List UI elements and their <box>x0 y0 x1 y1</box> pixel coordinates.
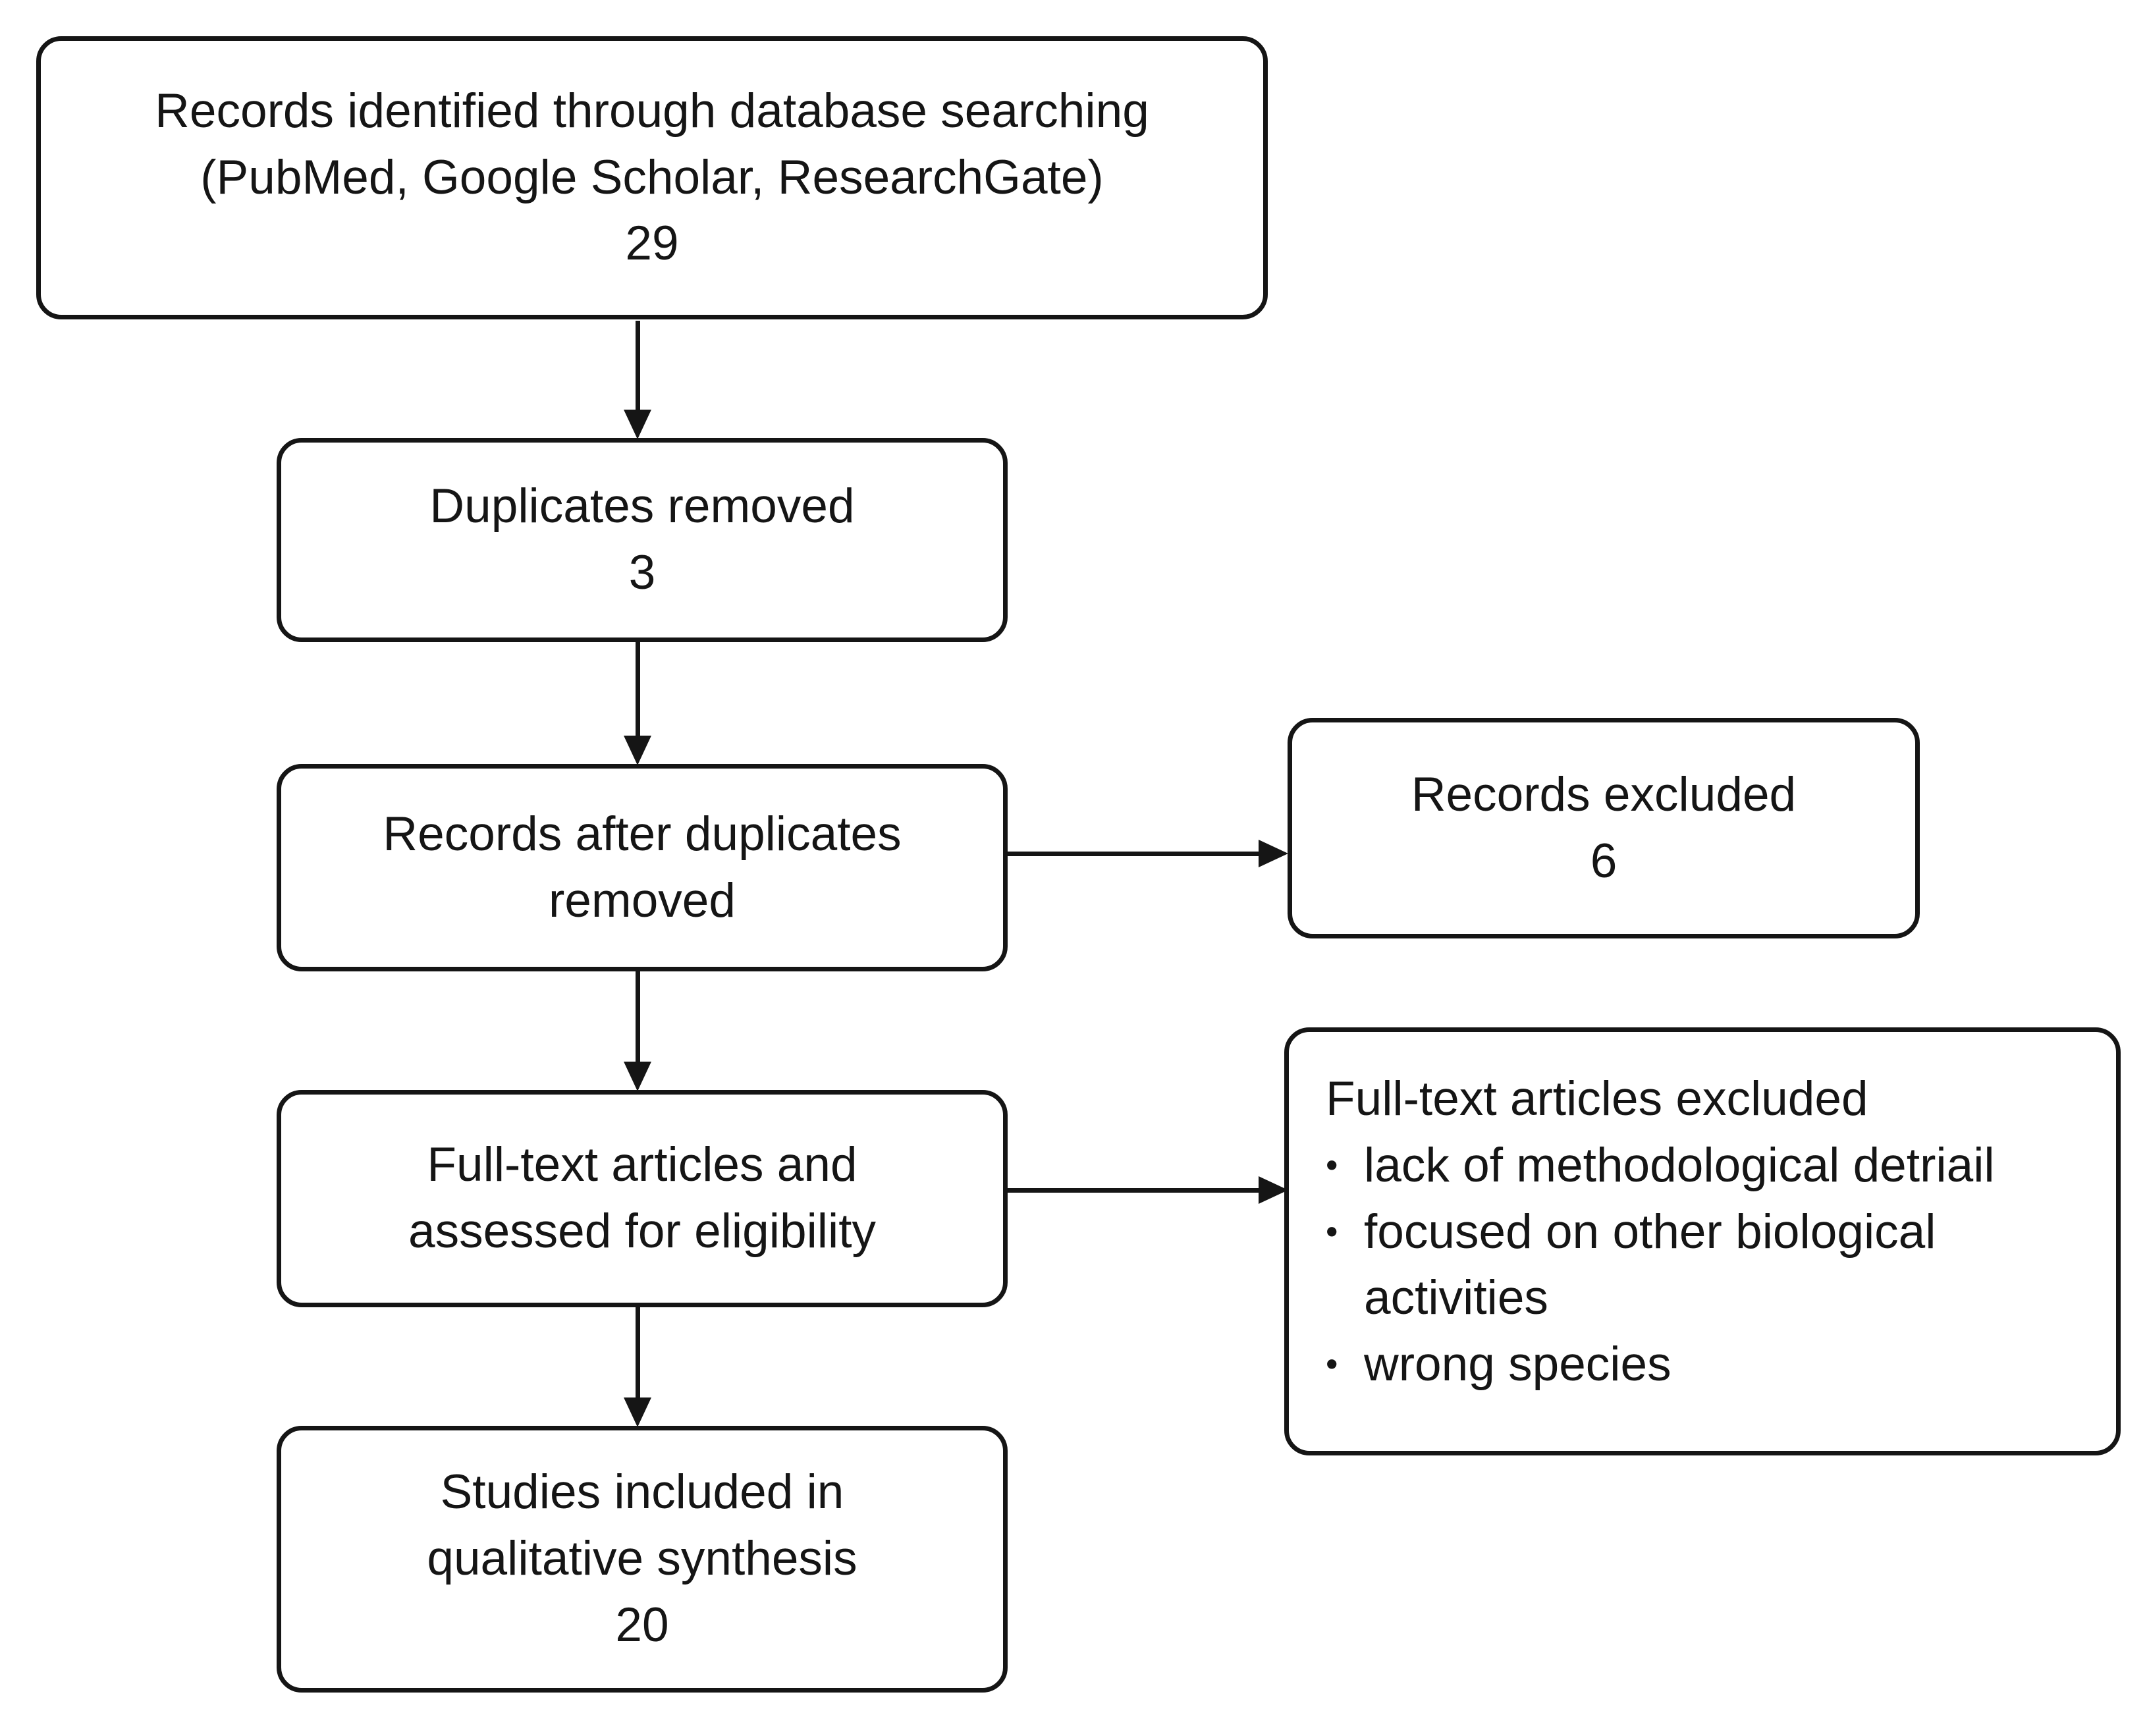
down-arrow-duplicates-to-after-duplicates <box>624 642 651 765</box>
flow-box-records-excluded: Records excluded 6 <box>1288 718 1920 938</box>
exclusion-reason-text: wrong species <box>1364 1338 1671 1392</box>
box-label-line: Records identified through database sear… <box>155 84 1149 138</box>
down-arrow-identification-to-duplicates <box>624 321 651 439</box>
down-arrow-fulltext-to-included <box>624 1307 651 1427</box>
right-arrow-fulltext-to-fulltext-excluded <box>1008 1176 1288 1204</box>
exclusion-reason-item: • lack of methodological detriail <box>1326 1133 1995 1199</box>
record-count: 29 <box>625 217 679 271</box>
exclusion-reason-text: focused on other biological activities <box>1364 1205 1936 1325</box>
record-count: 6 <box>1590 834 1617 888</box>
box-label-line: assessed for eligibility <box>408 1205 877 1258</box>
box-label-line: removed <box>548 873 736 927</box>
flow-box-records-after-duplicates: Records after duplicates removed <box>277 764 1008 971</box>
box-title: Full-text articles excluded <box>1326 1072 1868 1126</box>
bullet-icon: • <box>1326 1212 1338 1251</box>
down-arrow-after-duplicates-to-fulltext <box>624 971 651 1091</box>
box-label-line: Records excluded <box>1411 767 1797 821</box>
bullet-icon: • <box>1326 1345 1338 1384</box>
box-label-line: qualitative synthesis <box>427 1532 857 1586</box>
box-label-line: (PubMed, Google Scholar, ResearchGate) <box>200 150 1104 204</box>
box-label-line: Studies included in <box>440 1465 844 1519</box>
flow-box-records-identified: Records identified through database sear… <box>36 36 1268 319</box>
record-count: 20 <box>615 1598 669 1652</box>
exclusion-reason-item: • focused on other biological activities <box>1326 1199 2092 1332</box>
flow-box-duplicates-removed: Duplicates removed 3 <box>277 438 1008 642</box>
exclusion-reason-item: • wrong species <box>1326 1332 1671 1398</box>
flow-box-studies-included: Studies included in qualitative synthesi… <box>277 1426 1008 1693</box>
box-label-line: Records after duplicates <box>383 807 902 861</box>
exclusion-reason-text: lack of methodological detriail <box>1364 1138 1995 1192</box>
box-label-line: Full-text articles and <box>427 1138 857 1192</box>
flow-box-fulltext-assessed: Full-text articles and assessed for elig… <box>277 1090 1008 1307</box>
right-arrow-after-duplicates-to-records-excluded <box>1008 840 1288 867</box>
record-count: 3 <box>628 546 656 599</box>
flow-box-fulltext-excluded: Full-text articles excluded • lack of me… <box>1284 1027 2121 1455</box>
bullet-icon: • <box>1326 1145 1338 1185</box>
box-label-line: Duplicates removed <box>429 479 855 533</box>
